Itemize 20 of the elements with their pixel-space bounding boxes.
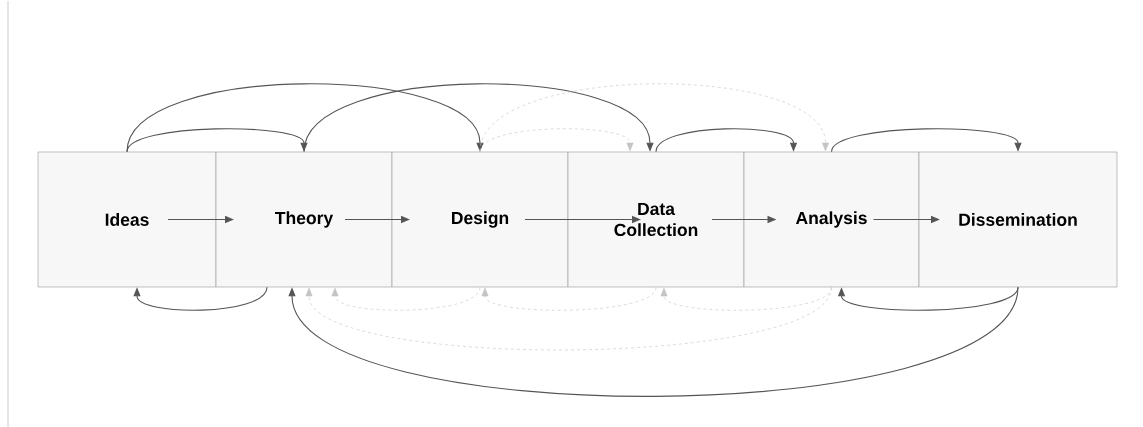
process-box: Theory [215, 151, 393, 288]
arrow [133, 286, 268, 311]
arrow [305, 287, 832, 351]
process-box: Dissemination [918, 151, 1118, 288]
arrow [830, 128, 1022, 153]
arrow [479, 128, 634, 152]
arrow [331, 287, 481, 311]
arrow [479, 83, 829, 152]
arrow [288, 286, 1019, 397]
process-box: Data Collection [567, 151, 745, 288]
arrow [837, 286, 1019, 311]
process-box: Ideas [37, 151, 217, 288]
process-box: Design [391, 151, 569, 288]
arrow [303, 83, 654, 153]
arrow [126, 83, 484, 153]
process-box: Analysis [743, 151, 920, 288]
arrow [481, 287, 657, 311]
arrow [126, 128, 308, 153]
arrow [655, 128, 798, 153]
arrow [660, 287, 832, 311]
